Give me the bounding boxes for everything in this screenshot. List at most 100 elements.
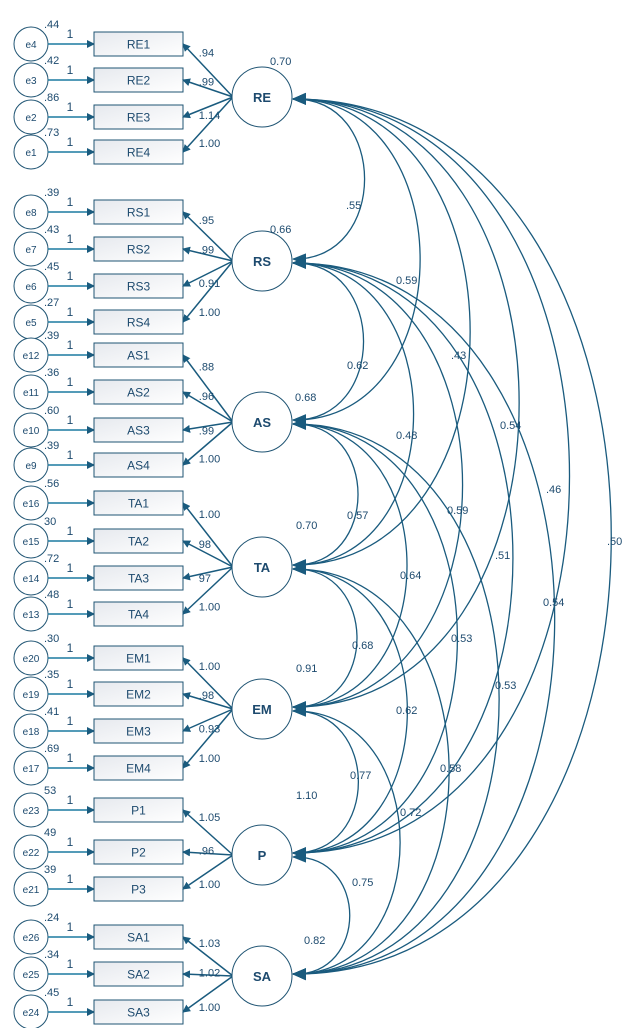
observed-variable-label: EM3 xyxy=(126,725,151,739)
observed-variable-label: SA2 xyxy=(127,968,150,982)
observed-variable-label: SA1 xyxy=(127,931,150,945)
covariance-double-arrow xyxy=(292,417,408,714)
factor-loading-value: 1.00 xyxy=(199,453,220,465)
fixed-path-weight: 1 xyxy=(67,561,74,575)
latent-variable-label: TA xyxy=(254,560,271,575)
factor-loading-arrow xyxy=(182,566,234,581)
factor-loading-value: .99 xyxy=(199,244,214,256)
factor-loading-arrow xyxy=(182,809,234,856)
observed-variable-box xyxy=(93,718,184,744)
factor-loading-arrow xyxy=(182,566,234,615)
covariance-rs-sa: 0.54 xyxy=(292,256,564,981)
covariance-value: 0.72 xyxy=(400,807,421,819)
latent-variable-label: AS xyxy=(253,415,271,430)
factor-loading-value: .88 xyxy=(199,361,214,373)
factor-loading-arrow xyxy=(182,708,234,769)
factor-loading-arrow xyxy=(182,502,234,568)
error-label: e13 xyxy=(23,610,40,621)
error-label: e10 xyxy=(23,426,40,437)
factor-loading-value: 1.00 xyxy=(199,1002,220,1014)
observed-variable-label: TA1 xyxy=(128,497,149,511)
observed-variable-label: P1 xyxy=(131,804,146,818)
error-label: e22 xyxy=(23,848,40,859)
error-variance: .24 xyxy=(44,912,59,924)
latent-variable-circle xyxy=(231,391,293,453)
covariance-double-arrow xyxy=(292,562,358,714)
covariance-double-arrow xyxy=(292,562,450,981)
error-variance: .36 xyxy=(44,367,59,379)
factor-loading-arrow xyxy=(182,540,234,568)
factor-loading-value: .95 xyxy=(199,215,214,227)
factor-loading-value: 1.00 xyxy=(199,509,220,521)
latent-variable-label: EM xyxy=(252,702,272,717)
observed-variable-label: RS3 xyxy=(127,280,151,294)
error-variance: .86 xyxy=(44,92,59,104)
fixed-path-weight: 1 xyxy=(67,957,74,971)
covariance-as-p: 0.53 xyxy=(292,417,472,860)
error-variance: .39 xyxy=(44,330,59,342)
observed-variable-label: P2 xyxy=(131,846,146,860)
observed-variable-label: AS1 xyxy=(127,349,150,363)
error-label: e3 xyxy=(25,76,37,87)
latent-sa: SA0.82 xyxy=(231,935,325,1007)
fixed-path-weight: 1 xyxy=(67,195,74,209)
observed-variable-label: P3 xyxy=(131,883,146,897)
covariance-ta-sa: 0.58 xyxy=(292,562,461,981)
error-label: e6 xyxy=(25,282,37,293)
error-variance: .27 xyxy=(44,297,59,309)
error-variance: 39 xyxy=(44,864,56,876)
latent-ta: TA0.70 xyxy=(231,520,317,598)
covariance-double-arrow xyxy=(292,92,520,714)
fixed-path-weight: 1 xyxy=(67,269,74,283)
latent-rs: RS0.66 xyxy=(231,224,293,292)
error-label: e7 xyxy=(25,245,37,256)
latent-variance: 0.91 xyxy=(296,663,317,675)
factor-loading-value: 1.00 xyxy=(199,307,220,319)
observed-variable-box xyxy=(93,961,184,987)
covariance-double-arrow xyxy=(292,562,408,860)
error-label: e25 xyxy=(23,970,40,981)
covariance-double-arrow xyxy=(292,92,421,427)
observed-variable-box xyxy=(93,681,184,707)
fixed-path-weight: 1 xyxy=(67,677,74,691)
observed-variable-label: TA4 xyxy=(128,608,149,622)
latent-as: AS0.68 xyxy=(231,391,316,453)
latent-re: RE0.70 xyxy=(231,56,293,128)
error-label: e14 xyxy=(23,574,40,585)
latent-variance: 0.66 xyxy=(270,224,291,236)
factor-loading-arrow xyxy=(182,260,234,287)
fixed-path-weight: 1 xyxy=(67,793,74,807)
observed-variable-label: RS1 xyxy=(127,206,151,220)
error-variance: .60 xyxy=(44,405,59,417)
fixed-path-weight: 1 xyxy=(67,232,74,246)
factor-loading-value: .99 xyxy=(199,425,214,437)
covariance-double-arrow xyxy=(292,850,351,981)
factor-loading-arrow xyxy=(182,708,234,732)
covariance-re-as: 0.59 xyxy=(292,92,421,427)
fixed-path-weight: 1 xyxy=(67,920,74,934)
observed-variable-box xyxy=(93,139,184,165)
covariance-as-ta: 0.57 xyxy=(292,417,368,572)
covariance-value: 0.53 xyxy=(495,680,516,692)
factor-loading-arrow xyxy=(182,970,234,979)
error-label: e18 xyxy=(23,727,40,738)
error-label: e2 xyxy=(25,113,37,124)
fixed-path-weight: 1 xyxy=(67,413,74,427)
error-variance: .45 xyxy=(44,261,59,273)
error-label: e1 xyxy=(25,148,37,159)
factor-loading-arrow xyxy=(182,260,234,323)
observed-variable-box xyxy=(93,601,184,627)
covariance-value: 0.64 xyxy=(400,570,421,582)
factor-loading-arrow xyxy=(182,43,234,98)
observed-variable-box xyxy=(93,999,184,1025)
factor-loading-arrow xyxy=(182,354,234,423)
error-label: e12 xyxy=(23,351,40,362)
latent-variance: 0.70 xyxy=(270,56,291,68)
